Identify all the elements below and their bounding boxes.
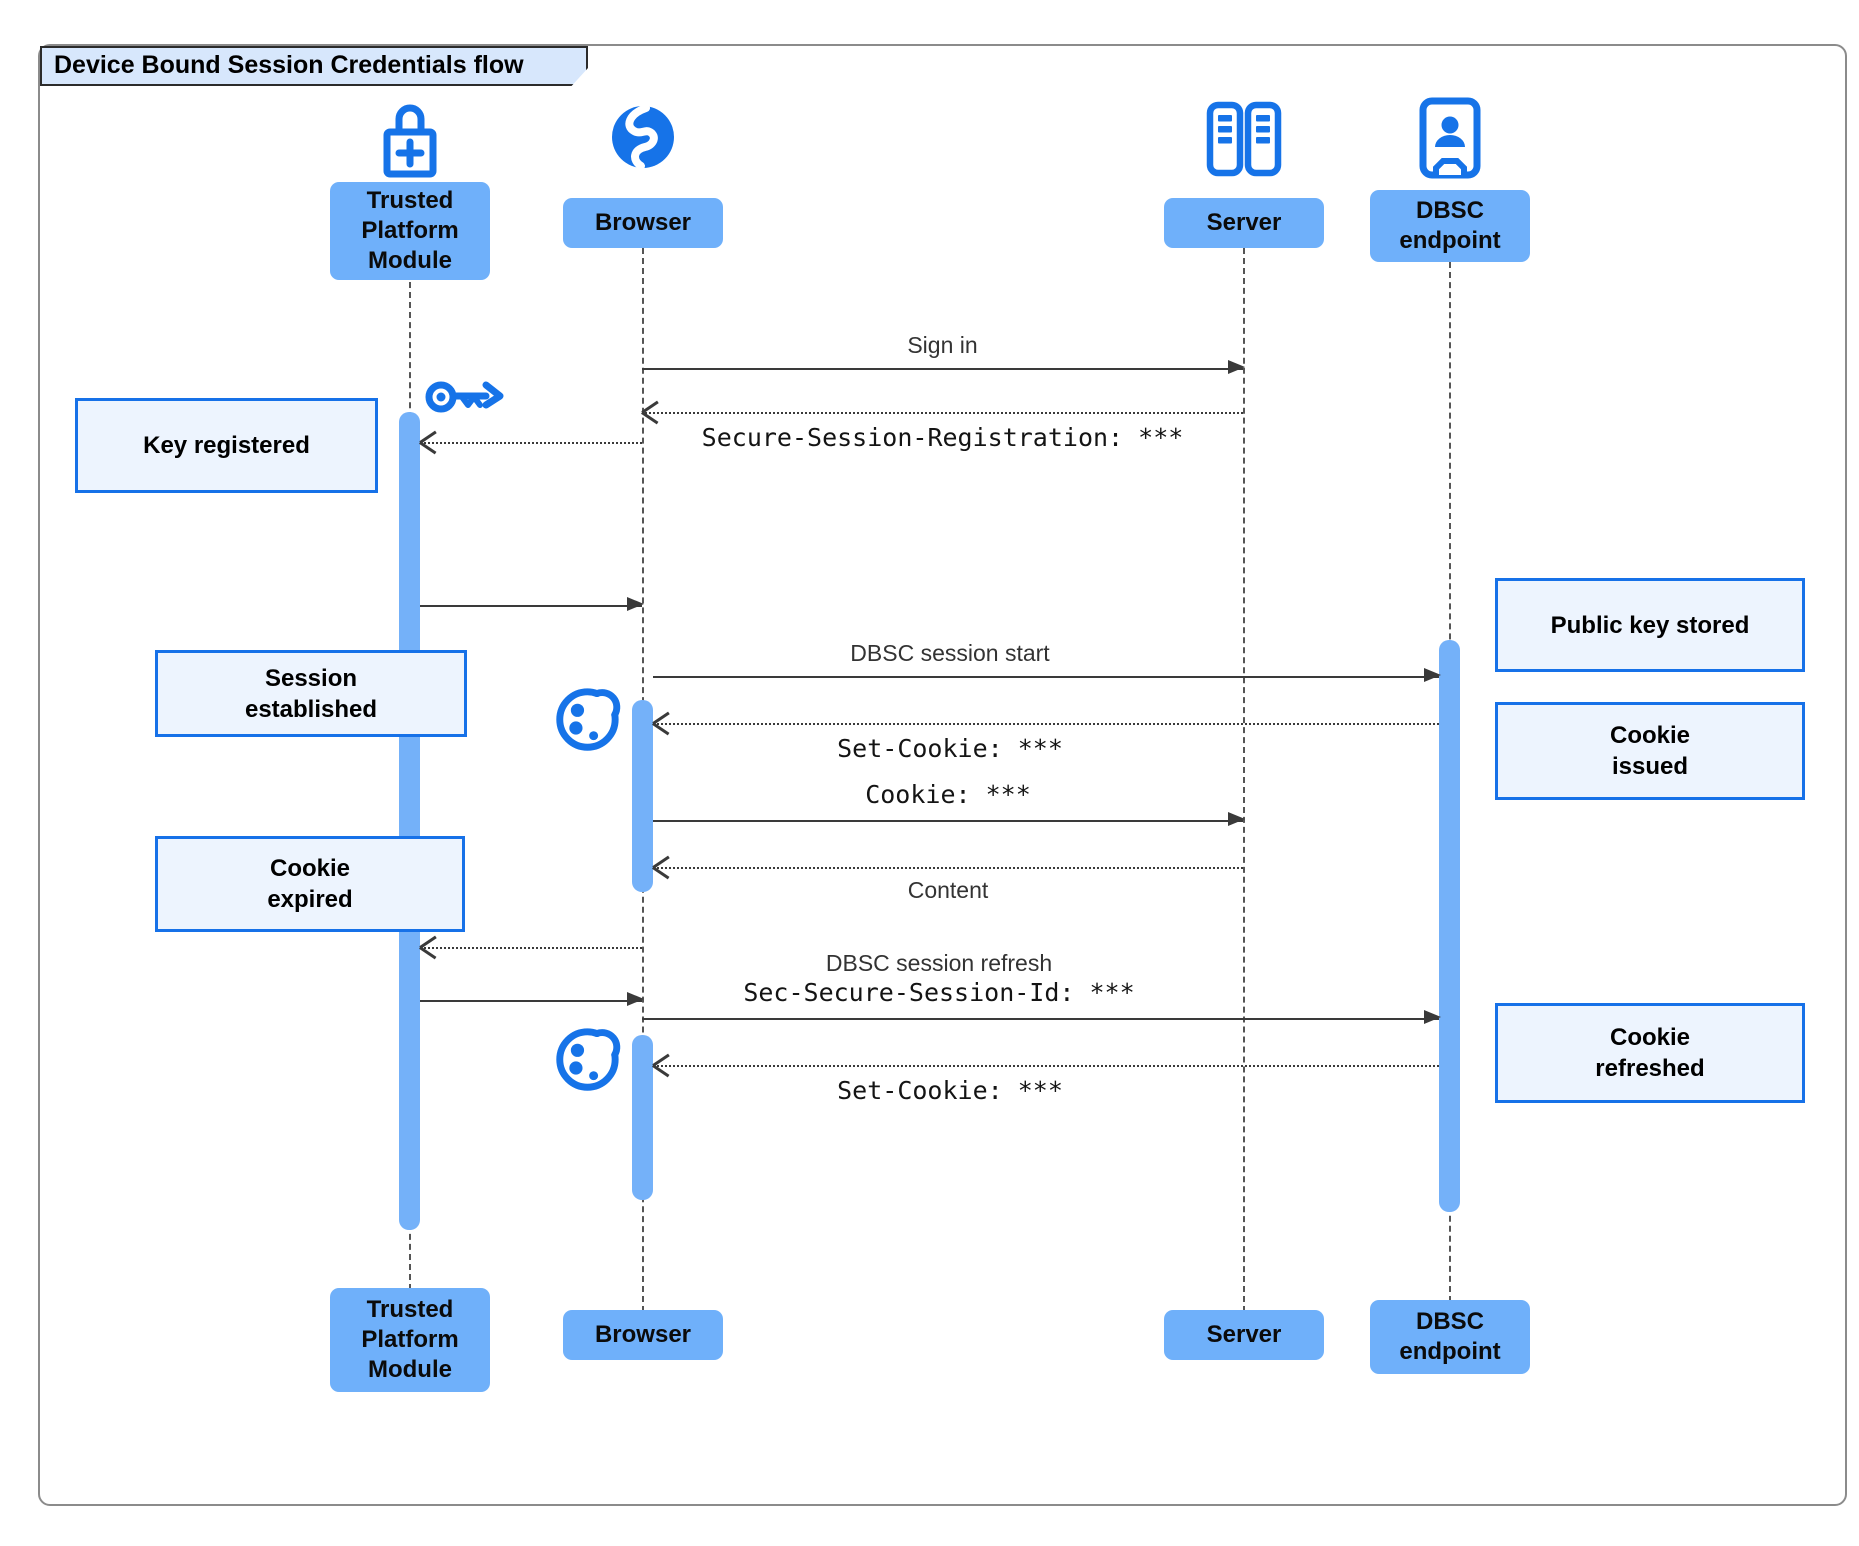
diagram-title: Device Bound Session Credentials flow: [40, 46, 588, 86]
message-label: Set-Cookie: ***: [837, 1076, 1063, 1105]
participant-bottom-tpm: Trusted Platform Module: [330, 1288, 490, 1392]
activation-browser-2: [632, 1035, 653, 1200]
participant-top-dbsc: DBSC endpoint: [1370, 190, 1530, 262]
note-cookie-refreshed: Cookie refreshed: [1495, 1003, 1805, 1103]
participant-top-tpm: Trusted Platform Module: [330, 182, 490, 280]
note-cookie-expired: Cookie expired: [155, 836, 465, 932]
participant-bottom-browser: Browser: [563, 1310, 723, 1360]
message-label: Set-Cookie: ***: [837, 734, 1063, 763]
server-rack-icon: [1206, 101, 1282, 177]
message-label-2: Sec-Secure-Session-Id: ***: [743, 978, 1135, 1007]
cookie-icon: [556, 688, 621, 751]
message-label: DBSC session start: [850, 640, 1050, 666]
message-label: Sign in: [907, 332, 978, 358]
note-session-established: Session established: [155, 650, 467, 737]
note-cookie-issued: Cookie issued: [1495, 702, 1805, 800]
participant-bottom-dbsc: DBSC endpoint: [1370, 1300, 1530, 1374]
participant-top-server: Server: [1164, 198, 1324, 248]
activation-browser-1: [632, 700, 653, 892]
participant-top-browser: Browser: [563, 198, 723, 248]
key-icon: [425, 381, 504, 413]
note-key-registered: Key registered: [75, 398, 378, 493]
participant-bottom-server: Server: [1164, 1310, 1324, 1360]
kiosk-person-icon: [1419, 97, 1481, 179]
message-label: Content: [907, 877, 989, 903]
lifeline-server: [1243, 248, 1245, 1312]
activation-dbsc-endpoint: [1439, 640, 1460, 1212]
activation-tpm: [399, 412, 420, 1230]
lock-plus-icon: [383, 104, 437, 178]
globe-icon: [612, 104, 674, 170]
message-label: Cookie: ***: [865, 780, 1031, 809]
message-label: Secure-Session-Registration: ***: [701, 423, 1184, 452]
message-label: DBSC session refresh: [825, 950, 1053, 976]
cookie-icon: [556, 1028, 621, 1091]
note-public-key-stored: Public key stored: [1495, 578, 1805, 672]
